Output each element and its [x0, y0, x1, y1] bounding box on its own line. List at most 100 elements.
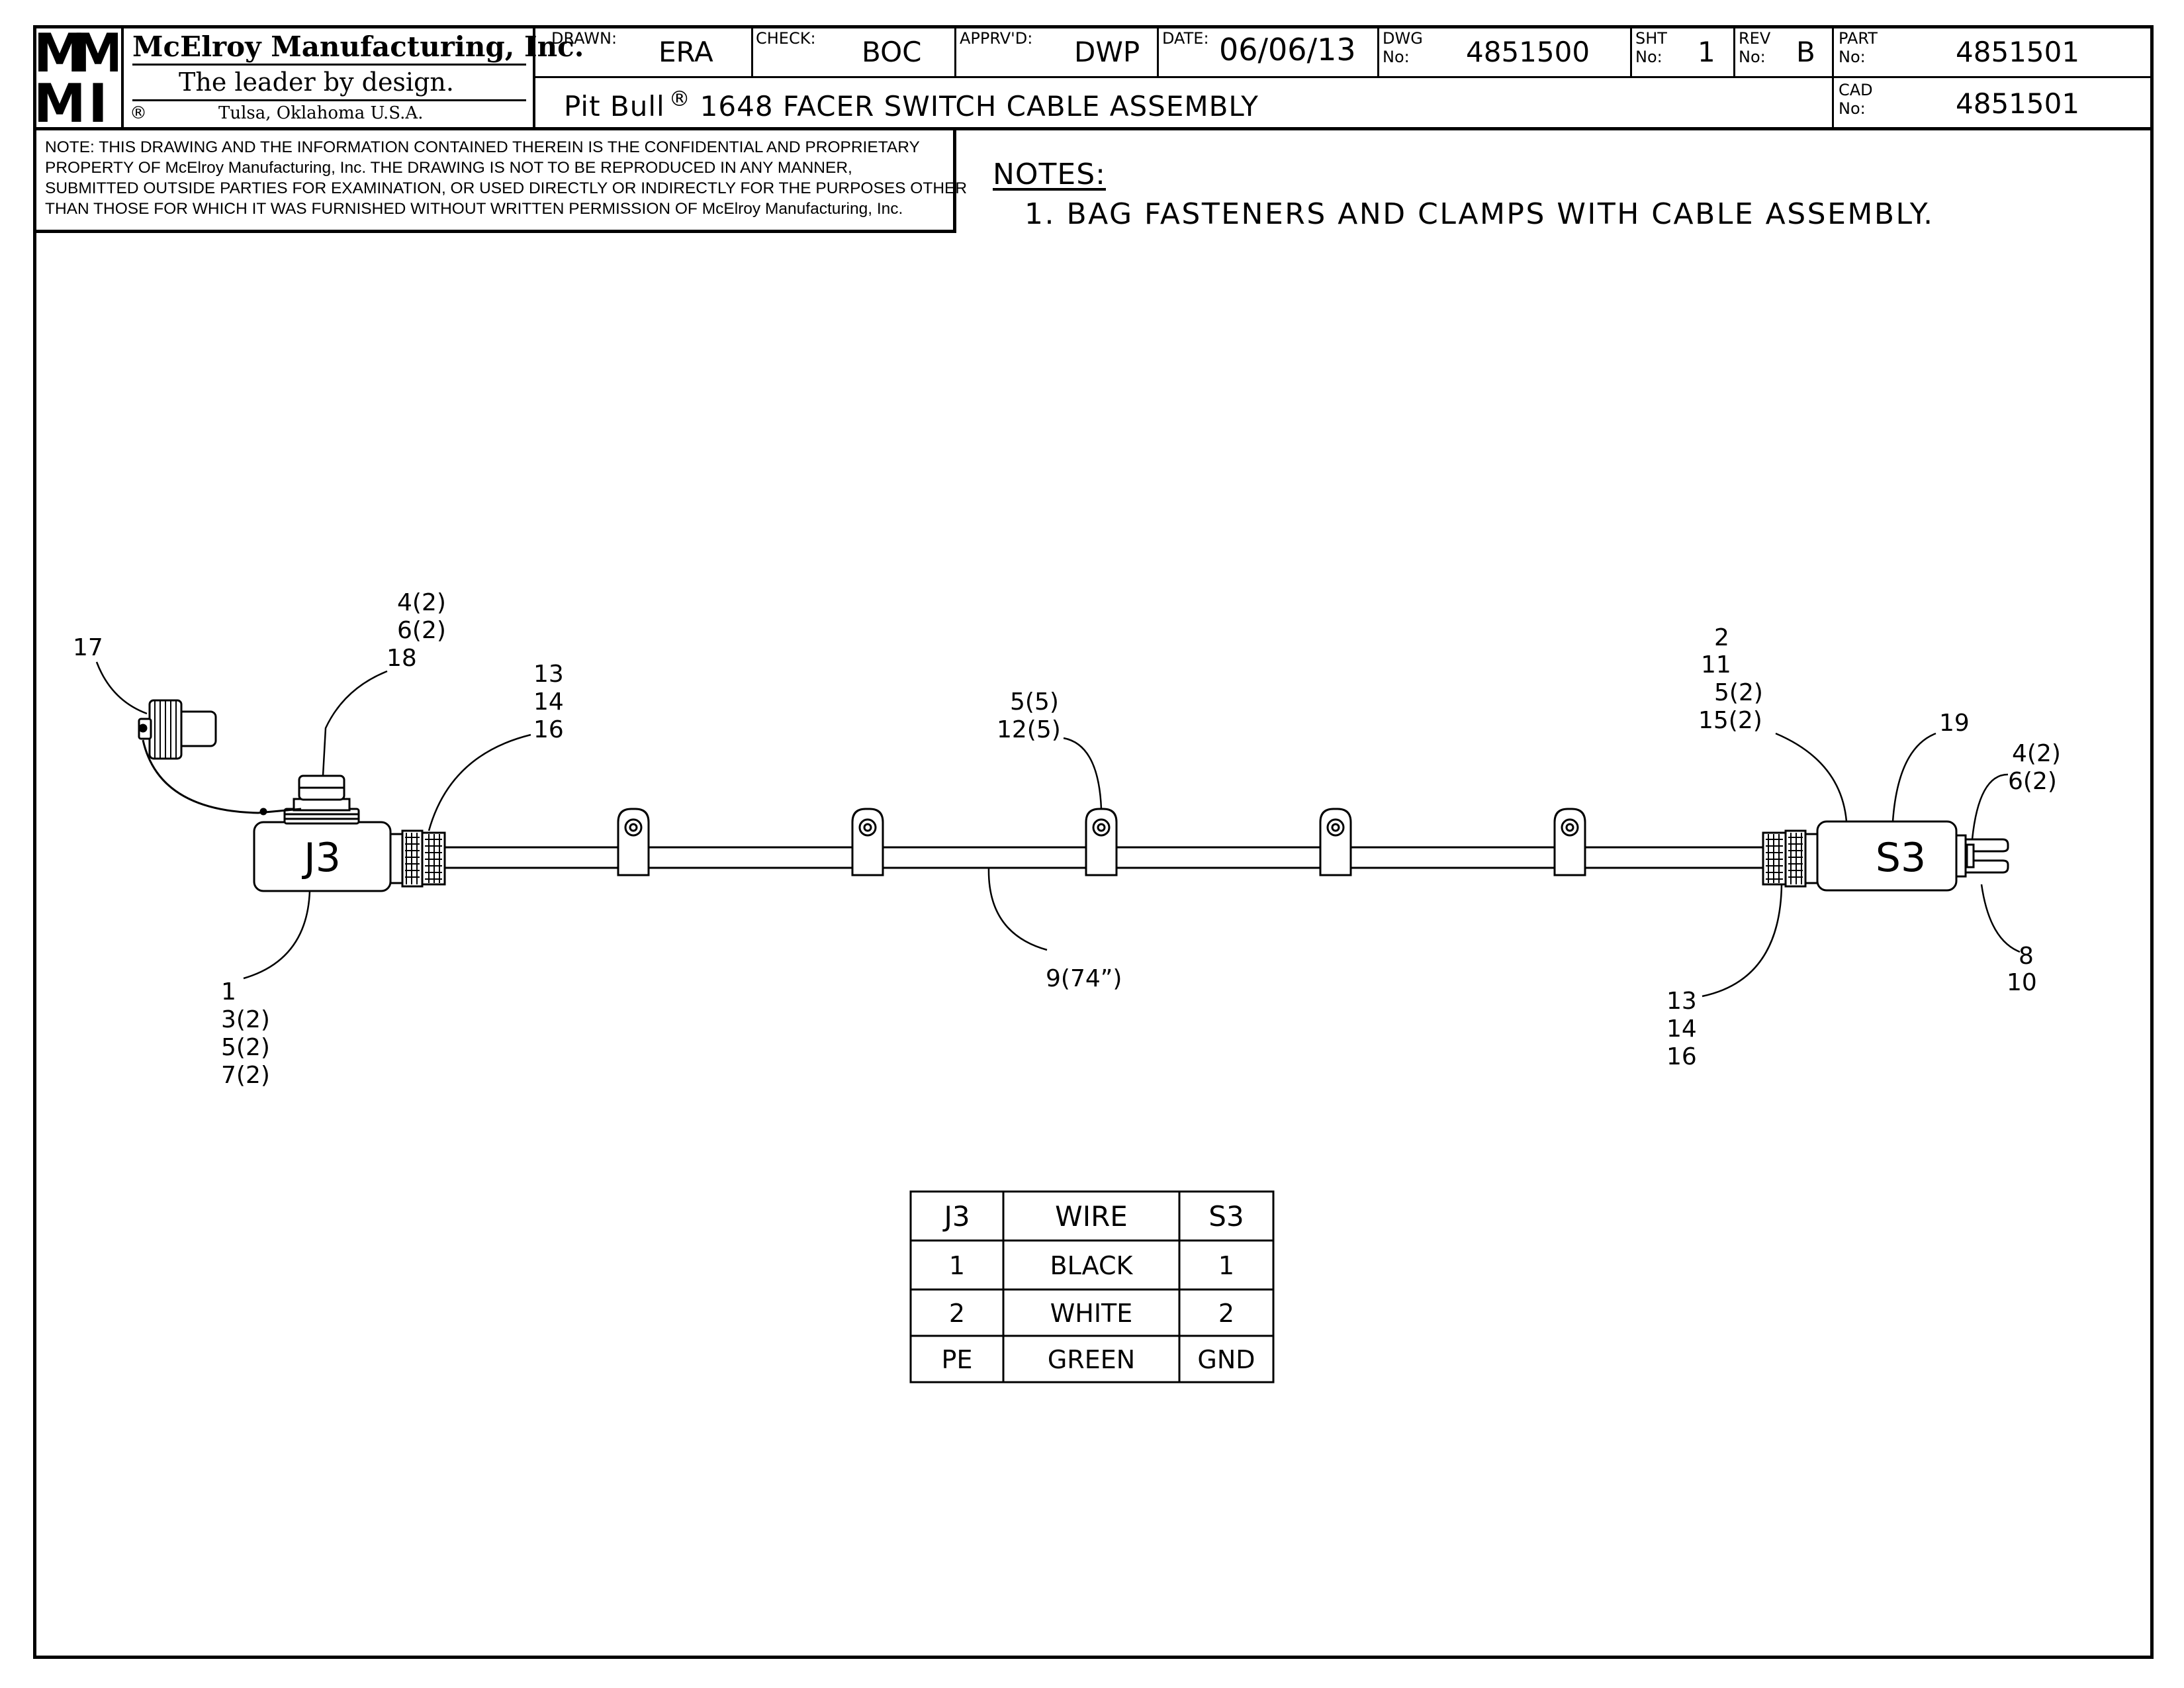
- mmi-logo: M M M I: [38, 29, 118, 126]
- sht-label-bottom: No:: [1635, 48, 1662, 66]
- dwg-number: 4851500: [1466, 36, 1590, 68]
- callout-5-5: 5(5): [1010, 688, 1059, 716]
- drawing-title-prefix: Pit Bull: [564, 90, 665, 122]
- part-number: 4851501: [1956, 36, 2080, 68]
- callout-7-2: 7(2): [221, 1062, 270, 1089]
- leader-lines: [95, 661, 2021, 998]
- leader-19: [1891, 732, 1936, 822]
- leader-5-12: [1063, 737, 1103, 810]
- part-divider: [1832, 76, 1834, 128]
- callout-15-2: 15(2): [1698, 707, 1762, 734]
- company-tagline: The leader by design.: [179, 68, 454, 97]
- company-name: McElroy Manufacturing, Inc.: [132, 30, 584, 63]
- leader-4-6-right: [1971, 773, 2009, 840]
- confidential-line-2: PROPERTY OF McElroy Manufacturing, Inc. …: [45, 159, 852, 177]
- date-value: 06/06/13: [1219, 32, 1356, 68]
- dwg-label-bottom: No:: [1383, 48, 1410, 66]
- j3-cord-grip-knurl: [405, 833, 442, 884]
- wire-table-row3-s3: GND: [1197, 1345, 1255, 1374]
- callout-13-right: 13: [1666, 988, 1697, 1015]
- check-value: BOC: [862, 36, 922, 68]
- callout-5-2-left: 5(2): [221, 1034, 270, 1061]
- confidential-line-3: SUBMITTED OUTSIDE PARTIES FOR EXAMINATIO…: [45, 179, 968, 197]
- sht-number: 1: [1698, 36, 1715, 68]
- clamp-3: [1085, 808, 1118, 876]
- clamp-5: [1553, 808, 1586, 876]
- callout-8: 8: [2019, 943, 2034, 970]
- wire-table-row2-s3: 2: [1218, 1299, 1234, 1328]
- title-block-mid-line: [533, 76, 2154, 78]
- note-item-1: 1. BAG FASTENERS AND CLAMPS WITH CABLE A…: [1024, 197, 1934, 231]
- wire-table-row1-s3: 1: [1218, 1251, 1234, 1280]
- date-label: DATE:: [1162, 29, 1209, 48]
- callout-4-2-right: 4(2): [2012, 740, 2061, 767]
- callout-1: 1: [221, 978, 236, 1006]
- s3-label: S3: [1876, 835, 1926, 881]
- rev-divider: [1832, 25, 1834, 77]
- callout-14-right: 14: [1666, 1015, 1697, 1043]
- wire-table-row2-wire: WHITE: [1050, 1299, 1133, 1328]
- leader-17: [95, 661, 148, 715]
- logo-letter-m1: M: [38, 29, 86, 84]
- confidential-line-1: NOTE: THIS DRAWING AND THE INFORMATION C…: [45, 138, 920, 156]
- approved-value: DWP: [1074, 36, 1140, 68]
- wire-table-row3-j3: PE: [942, 1345, 973, 1374]
- callout-16-left: 16: [533, 716, 564, 743]
- drawing-title-rest: 1648 FACER SWITCH CABLE ASSEMBLY: [700, 90, 1259, 122]
- drawn-value: ERA: [659, 36, 713, 68]
- logo-divider: [121, 25, 124, 129]
- wire-table-header-s3: S3: [1208, 1200, 1244, 1233]
- callout-18: 18: [387, 645, 417, 672]
- logo-letter-m2: M: [71, 29, 118, 84]
- callout-6-2-right: 6(2): [2008, 768, 2057, 795]
- cad-number: 4851501: [1956, 87, 2080, 120]
- leader-13-left: [428, 733, 531, 831]
- confidential-note-box: NOTE: THIS DRAWING AND THE INFORMATION C…: [33, 129, 967, 233]
- clamp-4: [1319, 808, 1352, 876]
- leader-2-11: [1775, 732, 1848, 822]
- drawing-title-reg: ®: [668, 86, 691, 111]
- drawing-title: Pit Bull® 1648 FACER SWITCH CABLE ASSEMBL…: [564, 86, 1259, 122]
- dust-cap: [138, 699, 302, 816]
- wire-table-header-wire: WIRE: [1055, 1200, 1128, 1233]
- wire-table-row1-j3: 1: [949, 1251, 965, 1280]
- callout-16-right: 16: [1666, 1043, 1697, 1070]
- confidential-line-4: THAN THOSE FOR WHICH IT WAS FURNISHED WI…: [45, 200, 903, 218]
- logo-letter-i: I: [88, 73, 108, 126]
- notes-heading: NOTES:: [993, 158, 1106, 191]
- approved-label: APPRV'D:: [960, 29, 1033, 48]
- callout-6-2-left: 6(2): [397, 617, 446, 644]
- logo-letter-m3: M: [38, 73, 86, 126]
- rev-label-bottom: No:: [1739, 48, 1766, 66]
- sht-label-top: SHT: [1635, 29, 1667, 48]
- wire-table: J3 WIRE S3 1 BLACK 1 2 WHITE 2 PE GREEN …: [909, 1190, 1275, 1383]
- s3-cord-grip-knurl: [1766, 833, 1803, 884]
- wire-table-header-j3: J3: [942, 1200, 970, 1233]
- date-divider: [1377, 25, 1379, 77]
- part-label-bottom: No:: [1839, 48, 1866, 66]
- rev-label-top: REV: [1739, 29, 1771, 48]
- callout-13-left: 13: [533, 661, 564, 688]
- leader-1: [243, 890, 311, 980]
- callout-14-left: 14: [533, 688, 564, 716]
- approved-divider: [1157, 25, 1159, 77]
- callout-10: 10: [2007, 969, 2037, 996]
- check-divider: [954, 25, 956, 77]
- cad-label-bottom: No:: [1839, 99, 1866, 118]
- drawing-border: [33, 25, 2154, 1659]
- drawn-divider: [751, 25, 753, 77]
- tagline-underline: [132, 99, 526, 101]
- leader-4-6-18: [322, 670, 388, 776]
- callout-9: 9(74”): [1046, 965, 1122, 992]
- clamp-1: [617, 808, 650, 876]
- callout-5-2-right: 5(2): [1714, 679, 1763, 706]
- callout-3-2: 3(2): [221, 1006, 270, 1033]
- sht-divider: [1733, 25, 1735, 77]
- company-location: Tulsa, Oklahoma U.S.A.: [218, 103, 424, 123]
- part-label-top: PART: [1839, 29, 1878, 48]
- callout-4-2-left: 4(2): [397, 589, 446, 616]
- callout-17: 17: [73, 634, 103, 661]
- company-divider: [533, 25, 535, 129]
- dwg-divider: [1630, 25, 1632, 77]
